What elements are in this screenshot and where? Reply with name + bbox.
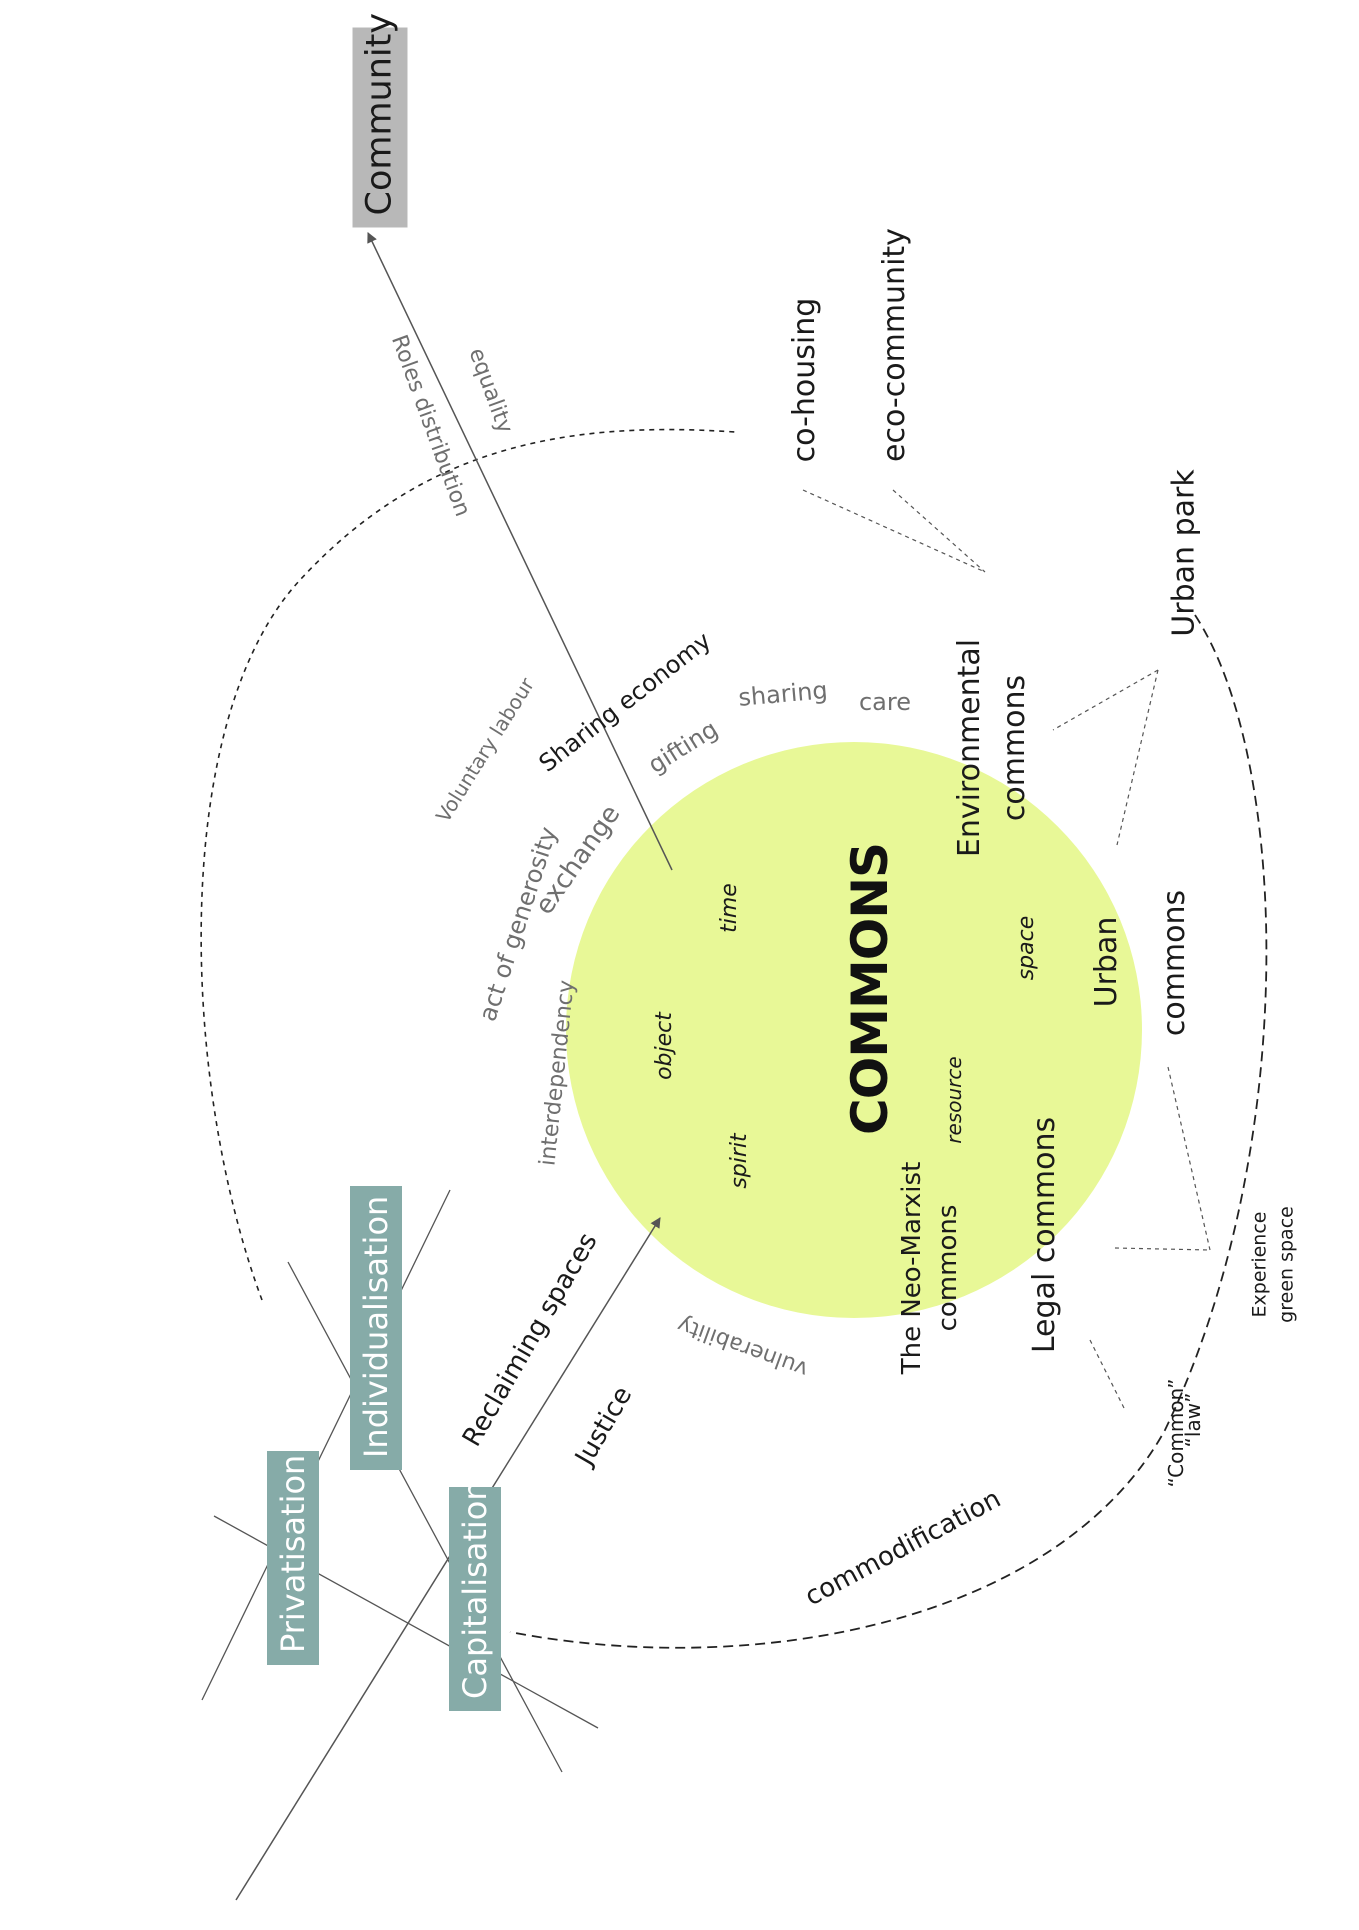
label-neomarxist-commons: commons (933, 1204, 963, 1332)
label-cohousing: co-housing (787, 297, 822, 463)
commons-title: COMMONS (841, 842, 899, 1135)
community-box: Community (352, 13, 408, 228)
cross-line-1 (201, 1189, 451, 1701)
commons-circle (566, 742, 1142, 1318)
label-care: care (858, 688, 911, 716)
outer-dashed-arc-left (200, 428, 736, 1301)
label-experience: Experience (1248, 1211, 1271, 1318)
label-object: object (652, 1012, 677, 1080)
capitalisation-box: Capitalisation (449, 1480, 501, 1711)
label-urban-commons: commons (1157, 889, 1192, 1037)
label-spirit: spirit (727, 1133, 752, 1189)
label-common-law-law: “law” (1181, 1392, 1205, 1448)
privatisation-box: Privatisation (267, 1451, 319, 1665)
outer-dashed-arc-right (509, 614, 1268, 1649)
connector-ecocommunity (892, 489, 986, 573)
label-urban-park: Urban park (1166, 469, 1202, 637)
label-urban: Urban (1089, 916, 1124, 1008)
individualisation-box: Individualisation (350, 1186, 402, 1470)
label-neomarxist: The Neo-Marxist (897, 1161, 927, 1375)
connector-experience-legal (1114, 1247, 1211, 1251)
label-environmental: Environmental (952, 638, 987, 858)
label-environmental-commons: commons (997, 674, 1032, 822)
label-legal-commons: Legal commons (1027, 1116, 1062, 1354)
label-green-space: green space (1275, 1206, 1298, 1323)
connector-experience-urban (1167, 1066, 1211, 1251)
connector-cohousing (802, 489, 986, 573)
connector-commonlaw (1089, 1339, 1126, 1411)
label-space: space (1014, 915, 1039, 981)
label-ecocommunity: eco-community (877, 228, 912, 462)
connector-urbanpark-urban (1116, 669, 1159, 846)
connector-urbanpark-environmental (1052, 669, 1159, 731)
label-time: time (717, 883, 742, 933)
cross-line-2 (287, 1261, 563, 1773)
arrow-to-community (367, 232, 673, 871)
label-resource: resource (942, 1056, 966, 1144)
